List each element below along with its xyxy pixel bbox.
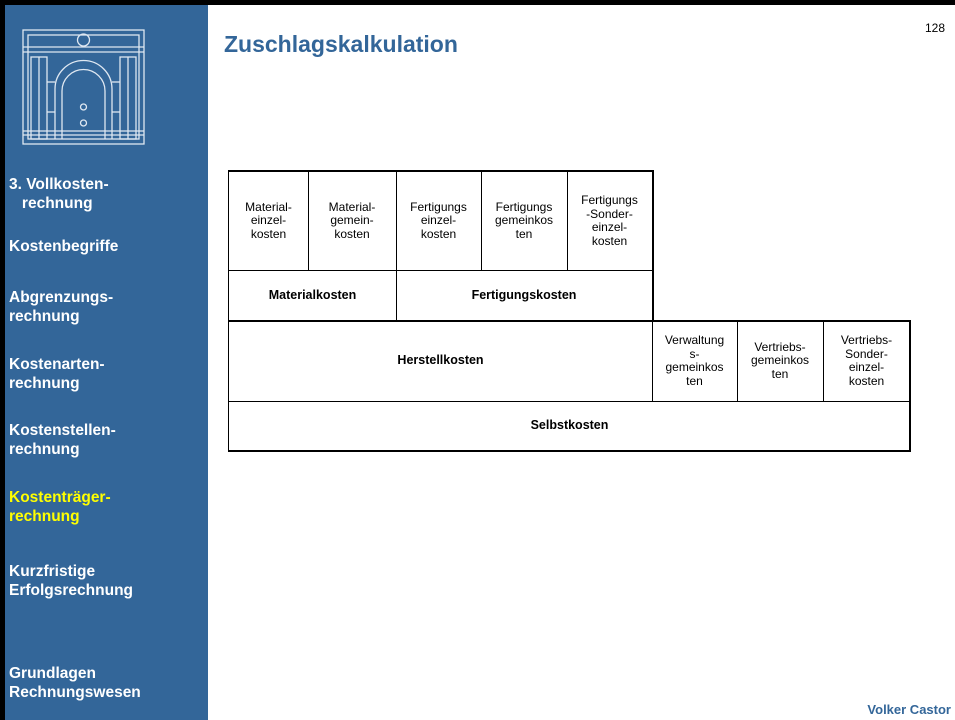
cell-vertriebsgemeinkosten: Vertriebs- gemeinkos ten [750, 339, 810, 381]
table-line [228, 320, 911, 322]
table-line [481, 172, 482, 270]
table-line [823, 322, 824, 401]
cell-materialkosten: Materialkosten [268, 287, 357, 302]
table-line [228, 170, 229, 452]
table-line [228, 170, 654, 172]
nav-item-kostenstellenrechnung[interactable]: Kostenstellen- rechnung [9, 422, 116, 458]
table-line [652, 322, 653, 401]
sidebar: 3. Vollkosten- rechnung Kostenbegriffe A… [5, 5, 208, 720]
table-line [229, 270, 652, 271]
cell-materialeinzelkosten: Material- einzel- kosten [245, 199, 292, 241]
cell-vertriebs-sondereinzelkosten: Vertriebs- Sonder- einzel- kosten [840, 333, 893, 388]
cell-fertigungsgemeinkosten: Fertigungs gemeinkos ten [494, 199, 554, 241]
table-line [396, 172, 397, 321]
page-title: Zuschlagskalkulation [224, 31, 458, 57]
page-number: 128 [925, 21, 946, 35]
cell-fertigungseinzelkosten: Fertigungs einzel- kosten [410, 199, 467, 241]
nav-item-vollkostenrechnung[interactable]: 3. Vollkosten- rechnung [9, 176, 109, 212]
cell-materialgemeinkosten: Material- gemein- kosten [328, 199, 376, 241]
nav-item-kostenbegriffe[interactable]: Kostenbegriffe [9, 238, 119, 255]
building-logo-icon [22, 29, 145, 145]
nav-item-grundlagen-rechnungswesen[interactable]: Grundlagen Rechnungswesen [9, 665, 141, 701]
table-line [652, 170, 654, 322]
author-name: Volker Castor [867, 702, 951, 717]
table-line [228, 450, 911, 452]
frame-left-border [0, 0, 5, 720]
nav-item-abgrenzungsrechnung[interactable]: Abgrenzungs- rechnung [9, 289, 114, 325]
cell-herstellkosten: Herstellkosten [397, 353, 484, 368]
frame-top-border [0, 0, 955, 5]
table-line [308, 172, 309, 270]
cell-fertigungs-sondereinzelkosten: Fertigungs -Sonder- einzel- kosten [581, 193, 638, 248]
table-line [737, 322, 738, 401]
table-line [229, 401, 910, 402]
nav-item-kostenartenrechnung[interactable]: Kostenarten- rechnung [9, 356, 105, 392]
nav-item-kurzfristige-erfolgsrechnung[interactable]: Kurzfristige Erfolgsrechnung [9, 563, 134, 599]
cell-selbstkosten: Selbstkosten [530, 418, 609, 433]
table-line [909, 320, 911, 452]
cell-verwaltungsgemeinkosten: Verwaltung s- gemeinkos ten [664, 333, 725, 388]
cell-fertigungskosten: Fertigungskosten [471, 287, 577, 302]
nav-item-kostentraegerrechnung[interactable]: Kostenträger- rechnung [9, 489, 111, 525]
table-line [567, 172, 568, 270]
